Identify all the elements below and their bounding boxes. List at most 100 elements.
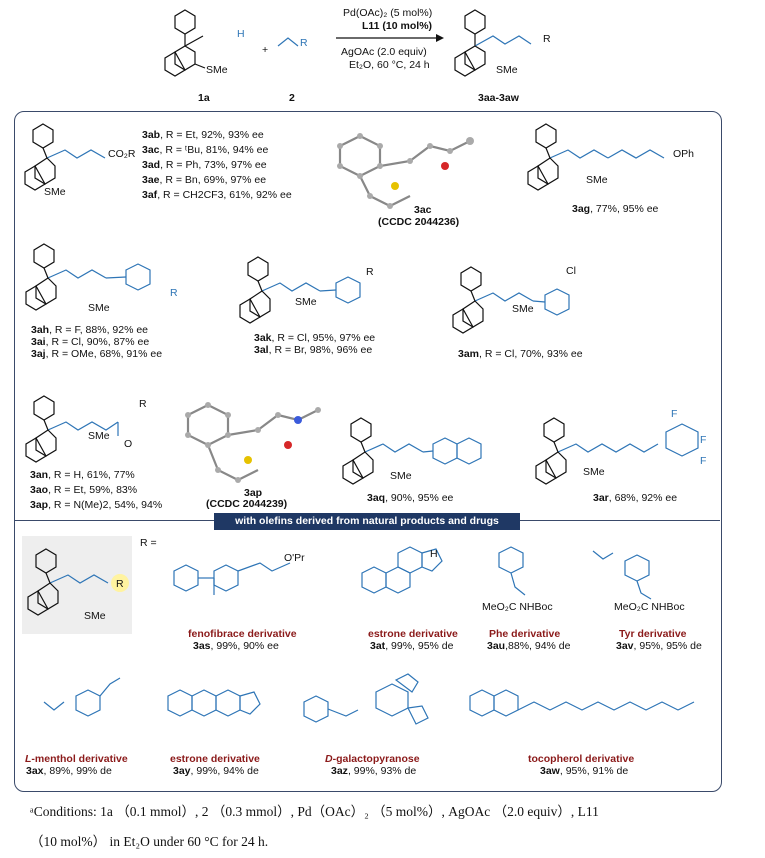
r-equals-label: R = — [140, 537, 157, 549]
entry-3ax: 3ax, 89%, 99% de — [26, 765, 112, 777]
substrate-scope-frame — [14, 111, 722, 792]
entry-3au: 3au,88%, 94% de — [487, 640, 571, 652]
name-3az: D-galactopyranose — [325, 753, 420, 765]
f-label-3ar-2: F — [700, 434, 707, 446]
sme-label-3ar: SMe — [583, 466, 605, 478]
extra-label-3au: MeO₂C NHBoc — [482, 601, 553, 613]
cl-label-3am: Cl — [566, 265, 576, 277]
entry-3av: 3av, 95%, 95% de — [616, 640, 702, 652]
entry-3ag: 3ag, 77%, 95% ee — [572, 203, 659, 215]
condition-solvent: Et₂O, 60 °C, 24 h — [349, 59, 430, 71]
structure-3ag — [527, 123, 665, 191]
sme-label-3ah: SMe — [88, 302, 110, 314]
list-3ah-3aj: 3ah, R = F, 88%, 92% ee 3ai, R = Cl, 90%… — [31, 324, 162, 360]
name-3av: Tyr derivative — [619, 628, 687, 640]
condition-oxidant: AgOAc (2.0 equiv) — [341, 46, 427, 58]
product-structure — [454, 9, 532, 77]
list-3ab-3af: 3ab, R = Et, 92%, 93% ee 3ac, R = ᵗBu, 8… — [142, 129, 292, 201]
atom-r-product: R — [543, 33, 551, 45]
plus-sign: + — [262, 44, 269, 56]
structure-3am — [452, 266, 570, 334]
entry-3am: 3am, R = Cl, 70%, 93% ee — [458, 348, 583, 360]
estrone-structure-2 — [167, 689, 261, 717]
atom-h: H — [237, 28, 245, 40]
structure-3ar — [535, 417, 699, 485]
name-3as: fenofibrace derivative — [188, 628, 297, 640]
atom-sme: SMe — [206, 64, 228, 76]
structure-3ak-3al — [239, 256, 361, 324]
phe-structure — [498, 546, 526, 596]
sme-label-3ag: SMe — [586, 174, 608, 186]
extra-label-3at: H — [430, 548, 438, 560]
list-3ak-3al: 3ak, R = Cl, 95%, 97% ee 3al, R = Br, 98… — [254, 332, 375, 356]
sme-label-1: SMe — [44, 186, 66, 198]
footnote-line-2: （10 mol%） in Et₂O under 60 °C for 24 h. — [30, 834, 269, 849]
footnote-line-1: ᵃConditions: 1a （0.1 mmol）, 2 （0.3 mmol）… — [30, 804, 599, 819]
entry-3af: 3af, R = CH2CF3, 61%, 92% ee — [142, 189, 292, 201]
galactopyranose-structure — [303, 673, 429, 725]
entry-3al: 3al, R = Br, 98%, 96% ee — [254, 344, 373, 356]
structure-3ah-3aj — [25, 243, 151, 311]
fenofibrace-structure — [173, 562, 291, 595]
atom-r-reagent: R — [300, 37, 308, 49]
sme-label-3am: SMe — [512, 303, 534, 315]
structure-3aq — [342, 417, 482, 485]
entry-3ao: 3ao, R = Et, 59%, 83% — [30, 484, 138, 496]
co2r-label: CO₂R — [108, 148, 136, 160]
xray-structure-3ac — [337, 133, 474, 209]
sme-label-3an: SMe — [88, 430, 110, 442]
entry-3aj: 3aj, R = OMe, 68%, 91% ee — [31, 348, 163, 360]
entry-3ai: 3ai, R = Cl, 90%, 87% ee — [31, 336, 150, 348]
entry-3ar: 3ar, 68%, 92% ee — [593, 492, 678, 504]
extra-label-3as: O'Pr — [284, 552, 305, 564]
sme-label-3ak: SMe — [295, 296, 317, 308]
sme-label-scaffold: SMe — [84, 610, 106, 622]
list-3an-3ap: 3an, R = H, 61%, 77% 3ao, R = Et, 59%, 8… — [30, 469, 162, 511]
r-scaffold-structure — [27, 548, 129, 616]
name-3ay: estrone derivative — [170, 753, 260, 765]
o-label-3an: O — [124, 438, 133, 450]
name-3au: Phe derivative — [489, 628, 561, 640]
name-3aw: tocopherol derivative — [528, 753, 635, 765]
entry-3ae: 3ae, R = Bn, 69%, 97% ee — [142, 174, 267, 186]
entry-3ab: 3ab, R = Et, 92%, 93% ee — [142, 129, 264, 141]
f-label-3ar-3: F — [700, 455, 707, 467]
name-3at: estrone derivative — [368, 628, 458, 640]
r-label-3ak: R — [366, 266, 374, 278]
f-label-3ar-1: F — [671, 408, 678, 420]
olefin-2-structure — [277, 37, 299, 47]
condition-catalyst: Pd(OAc)₂ (5 mol%) — [343, 7, 433, 19]
entry-3at: 3at, 99%, 95% de — [370, 640, 454, 652]
entry-3ak: 3ak, R = Cl, 95%, 97% ee — [254, 332, 376, 344]
entry-3aw: 3aw, 95%, 91% de — [540, 765, 629, 777]
natural-products-banner: with olefins derived from natural produc… — [214, 513, 520, 530]
xray-3ac-id: 3ac — [414, 204, 432, 216]
entry-3ap: 3ap, R = N(Me)2, 54%, 94% — [30, 499, 163, 511]
reagent-2-label: 2 — [289, 92, 295, 104]
entry-3ay: 3ay, 99%, 94% de — [173, 765, 259, 777]
entry-3az: 3az, 99%, 93% de — [331, 765, 417, 777]
product-range-label: 3aa-3aw — [478, 92, 519, 104]
extra-label-3av: MeO₂C NHBoc — [614, 601, 685, 613]
tocopherol-structure — [469, 689, 695, 717]
xray-structure-3ap — [185, 402, 321, 483]
entry-3aq: 3aq, 90%, 95% ee — [367, 492, 454, 504]
atom-sme-product: SMe — [496, 64, 518, 76]
xray-3ap-id: 3ap — [244, 487, 263, 499]
condition-ligand: L11 (10 mol%) — [362, 20, 433, 32]
entry-3ac: 3ac, R = ᵗBu, 81%, 94% ee — [142, 144, 269, 156]
reaction-arrow — [336, 34, 444, 42]
r-label-scaffold: R — [116, 578, 124, 590]
r-label-3ah: R — [170, 287, 178, 299]
reagent-1a-label: 1a — [198, 92, 210, 104]
menthol-structure — [43, 677, 121, 717]
entry-3ah: 3ah, R = F, 88%, 92% ee — [31, 324, 149, 336]
entry-3as: 3as, 99%, 90% ee — [193, 640, 279, 652]
entry-3ad: 3ad, R = Ph, 73%, 97% ee — [142, 159, 267, 171]
sme-label-3aq: SMe — [390, 470, 412, 482]
reactant-1a-structure — [164, 9, 206, 77]
structure-3ab-3af — [24, 123, 106, 191]
r-label-3an: R — [139, 398, 147, 410]
xray-3ap-ccdc: (CCDC 2044239) — [206, 498, 288, 510]
xray-3ac-ccdc: (CCDC 2044236) — [378, 216, 460, 228]
